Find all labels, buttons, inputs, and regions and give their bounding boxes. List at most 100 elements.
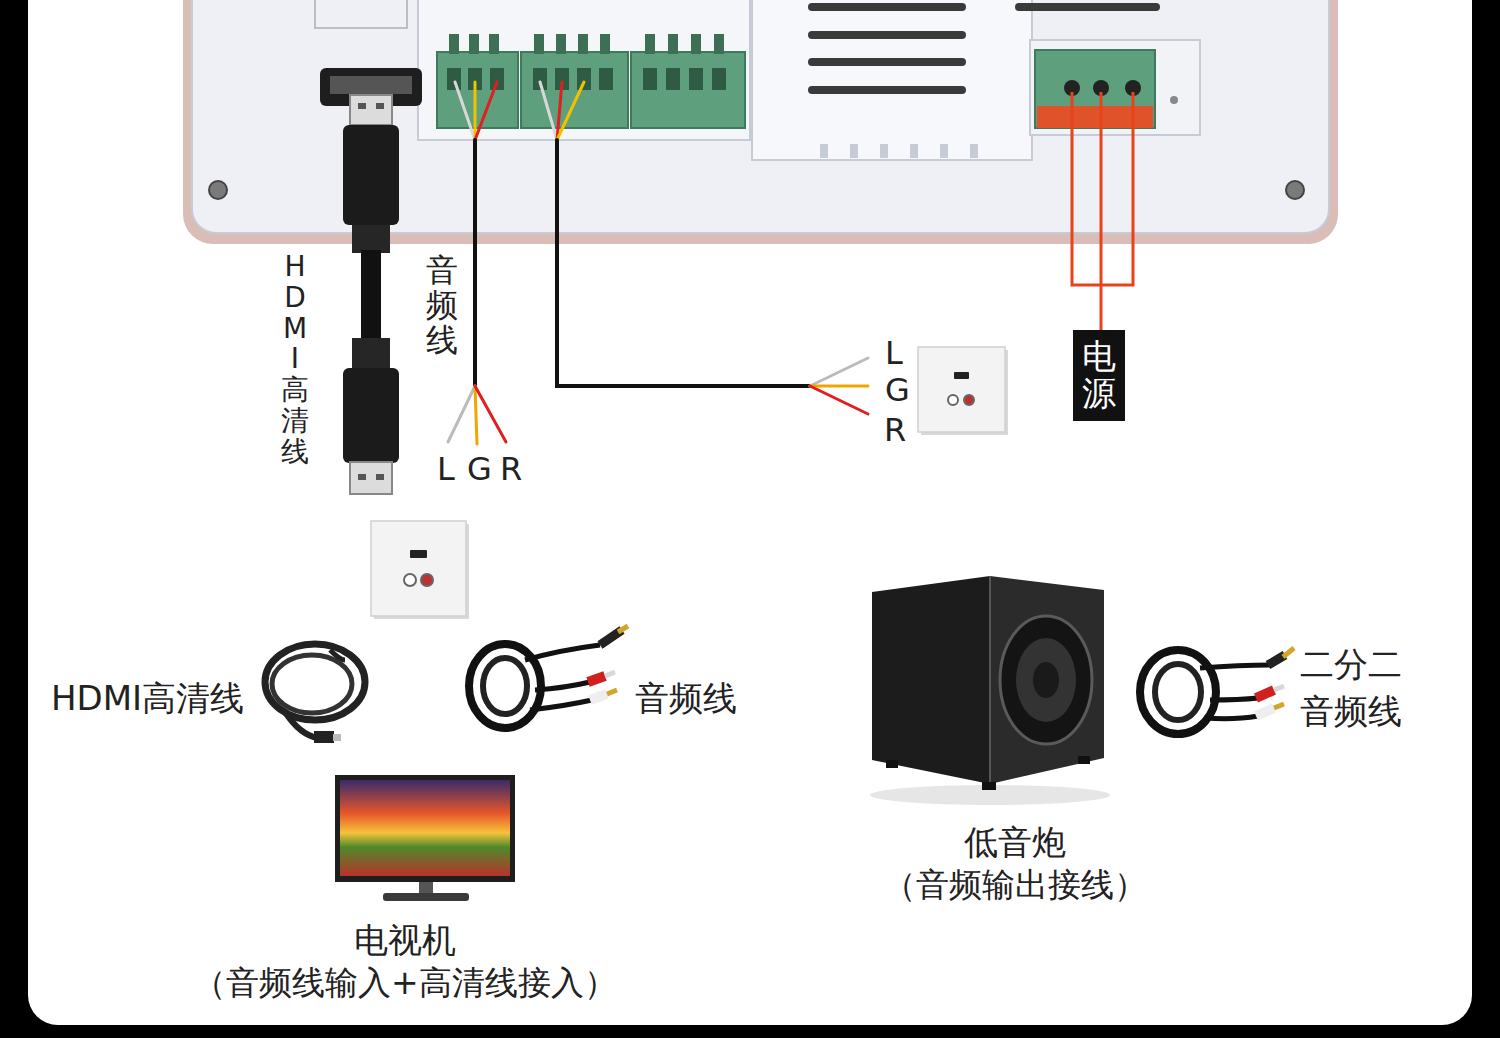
- rca-cable-coil: [1210, 698, 1258, 700]
- rca-cable-coil: [1274, 686, 1284, 690]
- subwoofer: [990, 576, 1104, 784]
- tv-monitor: [335, 775, 515, 901]
- cable-name: 音频线: [426, 253, 458, 359]
- terminal-blocks: [521, 52, 628, 128]
- terminal-blocks: [449, 34, 459, 54]
- terminal-blocks: [556, 34, 566, 54]
- audio-wire-right: [540, 82, 557, 140]
- device-note: （音频输出接线）: [883, 864, 1147, 907]
- power-wires: [1072, 92, 1133, 332]
- hdmi-cable: [376, 474, 384, 480]
- device-panel: [1030, 40, 1200, 135]
- hdmi-cable-coil: [285, 712, 318, 738]
- audio-wire-left: [448, 386, 475, 442]
- device-panel: [209, 181, 227, 199]
- wall-plate: [918, 347, 1005, 432]
- hdmi-cable-coil: [330, 650, 345, 660]
- audio-cable-coil: [469, 626, 628, 728]
- terminal-blocks: [490, 68, 504, 90]
- device-panel: [183, 0, 1338, 244]
- subwoofer-caption: 低音炮（音频输出接线）: [883, 820, 1147, 907]
- audio-wire-left: [475, 386, 477, 444]
- subwoofer: [872, 576, 990, 784]
- terminal-blocks: [578, 34, 588, 54]
- rca-cable-coil: [1268, 655, 1285, 665]
- wall-plate: [948, 395, 958, 405]
- wall-plate: [404, 574, 416, 586]
- card-ground: [28, 0, 1472, 1025]
- hdmi-cable: [350, 95, 392, 125]
- hdmi-cable: [361, 250, 381, 342]
- audio-wire-right: [810, 358, 868, 386]
- device-panel: [183, 0, 1338, 244]
- terminal-blocks: [712, 68, 726, 90]
- rca-cable-coil: [1205, 716, 1258, 719]
- signal-name: R: [884, 411, 906, 449]
- hdmi-cable: [352, 338, 390, 368]
- device-panel: [1015, 3, 1160, 11]
- subwoofer: [1078, 756, 1090, 764]
- cable-name: 音频线: [635, 678, 737, 719]
- terminal-blocks: [666, 68, 680, 90]
- audio-cable-coil: [588, 676, 605, 682]
- power-terminal: [1035, 50, 1155, 128]
- terminal-blocks: [489, 34, 499, 54]
- audio-wire-right: [810, 385, 868, 388]
- device-panel: [315, 0, 407, 28]
- tv-monitor: [383, 893, 469, 901]
- hdmi-cable: [376, 103, 384, 109]
- wall-plate: [410, 550, 427, 558]
- audio-cable-coil: [590, 694, 607, 700]
- device-note: （音频线输入+高清线接入）: [193, 962, 617, 1005]
- subwoofer: [1016, 638, 1076, 722]
- audio-cable-coil: [607, 690, 617, 694]
- device-panel: [808, 86, 966, 94]
- power-terminal: [1035, 50, 1155, 128]
- power-box: 电源: [1073, 330, 1125, 421]
- wall-plate: [421, 574, 433, 586]
- rca-cable-coil: [1256, 690, 1274, 698]
- audio-wire-left: [475, 386, 506, 442]
- wall-plate: [371, 521, 466, 616]
- device-panel: [418, 0, 750, 140]
- device-panel: [808, 31, 966, 39]
- wall-plate: [964, 395, 974, 405]
- terminal-blocks: [631, 52, 745, 128]
- power-terminal: [1037, 106, 1153, 128]
- tv-monitor: [335, 775, 515, 882]
- cable-name: HDMI高清线: [51, 678, 244, 719]
- terminal-blocks: [643, 68, 657, 90]
- device-panel: [820, 144, 828, 158]
- device-panel: [808, 3, 966, 11]
- signal-name: G: [467, 450, 492, 488]
- device-panel: [970, 144, 978, 158]
- hdmi-cable: [352, 225, 390, 253]
- terminal-blocks: [645, 34, 655, 54]
- rca-cable-coil: [1140, 650, 1216, 734]
- audio-cable-coil: [483, 658, 527, 714]
- terminal-blocks: [714, 34, 724, 54]
- wall-plate: [954, 372, 969, 379]
- audio-wire-left: [475, 82, 497, 140]
- audio-wire-right: [810, 386, 868, 414]
- subwoofer: [886, 760, 898, 768]
- audio-wire-right: [557, 140, 810, 386]
- rca-cable-coil: [1283, 648, 1294, 657]
- rca-cable-coil: [1200, 665, 1270, 668]
- device-name: 低音炮: [883, 820, 1147, 864]
- audio-wire-right: [540, 82, 868, 414]
- hdmi-cable: [358, 474, 366, 480]
- terminal-blocks: [437, 34, 745, 128]
- tv-monitor: [419, 882, 433, 894]
- terminal-blocks: [437, 52, 518, 128]
- terminal-blocks: [691, 34, 701, 54]
- rca-cable-coil: [1256, 708, 1274, 716]
- device-panel: [752, 0, 1032, 160]
- power-wires: [1100, 92, 1103, 332]
- signal-name: L: [885, 334, 903, 372]
- hdmi-cable-coil: [333, 734, 341, 741]
- subwoofer: [1000, 616, 1092, 744]
- card-ground: [28, 0, 1472, 1025]
